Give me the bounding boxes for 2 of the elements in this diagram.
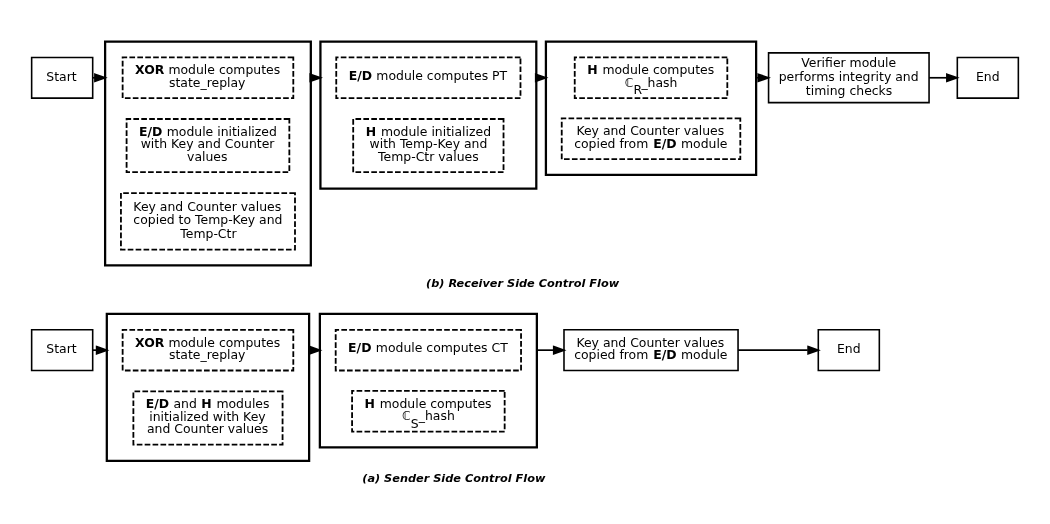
label: (b) Receiver Side Control Flow: [426, 276, 620, 290]
label: (a) Sender Side Control Flow: [362, 472, 546, 486]
